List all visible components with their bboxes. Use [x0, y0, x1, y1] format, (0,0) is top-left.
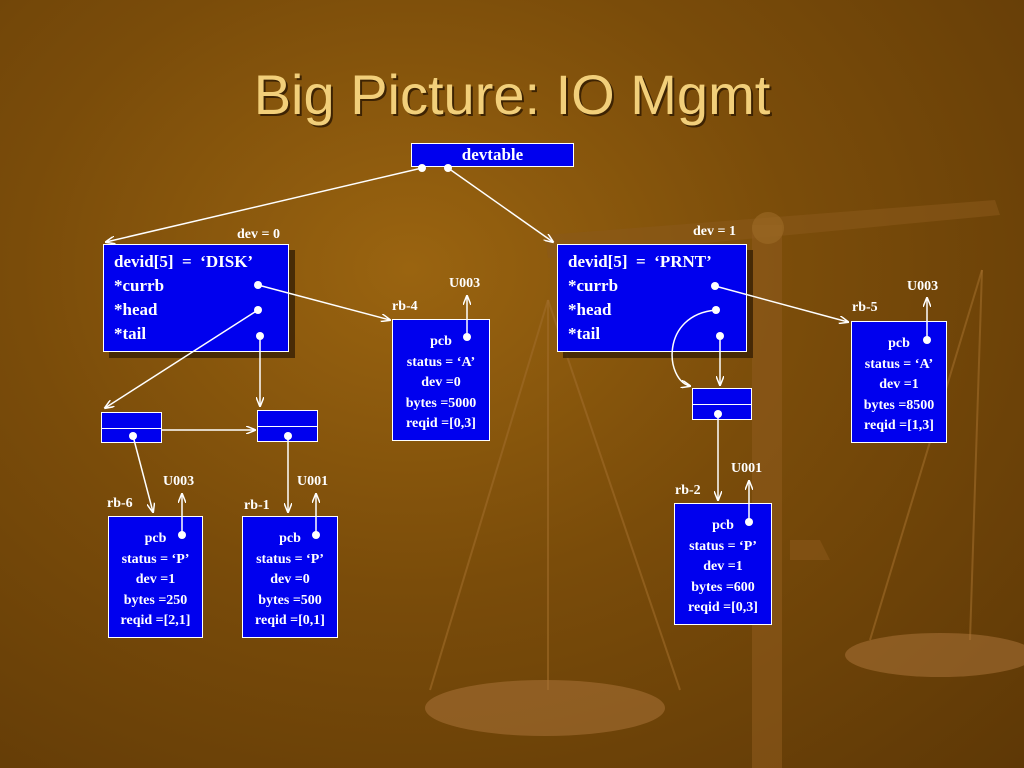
- device-1-descriptor: devid[5] = ‘PRNT’ *currb *head *tail: [557, 244, 747, 352]
- device-1-devid: devid[5] = ‘PRNT’: [568, 252, 712, 271]
- rb-6-status: status = ‘P’: [121, 551, 190, 567]
- rb-6-dev: dev =1: [135, 572, 176, 587]
- rb-2-user: U001: [731, 461, 763, 476]
- queue-dev0-first-dot: [129, 432, 137, 440]
- rb-1-status: status = ‘P’: [256, 551, 324, 567]
- device-0-tail: *tail: [114, 324, 147, 343]
- queue-node-dev1: [692, 388, 752, 420]
- page-title: Big Picture: IO Mgmt: [253, 63, 771, 126]
- rb-1-dev: dev =0: [270, 572, 310, 587]
- device-0-devid: devid[5] = ‘DISK’: [114, 252, 254, 271]
- rb-4-pcb: pcb: [430, 334, 452, 349]
- arrow-dev0-head-to-queue: [105, 309, 259, 408]
- rb-4-reqid: reqid =[0,3]: [406, 416, 476, 431]
- rb-5-label: rb-5: [852, 300, 878, 315]
- rb-6-bytes: bytes =250: [123, 592, 188, 608]
- rb-5-bytes: bytes =8500: [863, 397, 935, 413]
- device-1-head: *head: [568, 300, 612, 319]
- rb6-pcb-dot: [178, 531, 186, 539]
- dev0-head-dot: [254, 306, 262, 314]
- queue-dev0-second-dot: [284, 432, 292, 440]
- rb-4-bytes: bytes =5000: [405, 395, 477, 411]
- rb-4-dev: dev =0: [421, 375, 461, 390]
- devtable-label: devtable: [461, 145, 524, 164]
- rb-2-dev: dev =1: [703, 559, 743, 574]
- scale-base: [790, 540, 830, 560]
- rb-4-user: U003: [449, 276, 481, 291]
- dev1-currb-dot: [711, 282, 719, 290]
- rb4-pcb-dot: [463, 333, 471, 341]
- arrow-dev1-head-to-queue: [671, 309, 717, 386]
- rb-2-reqid: reqid =[0,3]: [688, 600, 758, 615]
- scale-post: [752, 225, 782, 768]
- rb-6-user: U003: [163, 474, 195, 489]
- device-0-currb: *currb: [114, 276, 165, 295]
- dev-1-label: dev = 1: [693, 224, 736, 239]
- rb-1-pcb: pcb: [279, 531, 301, 546]
- scale-pan-right: [845, 633, 1024, 677]
- scale-string-left-1: [429, 299, 549, 691]
- arrow-dev0-currb-to-rb4: [257, 284, 390, 320]
- arrow-dev1-currb-to-rb5: [714, 285, 848, 322]
- devtable-box: devtable: [411, 143, 574, 167]
- arrow-devtable-to-dev1: [447, 167, 553, 242]
- rb-6-label: rb-6: [107, 496, 133, 511]
- arrow-devtable-to-dev0: [106, 167, 423, 242]
- rb-5-status: status = ‘A’: [864, 356, 934, 372]
- queue-dev1-dot: [714, 410, 722, 418]
- rb-1-bytes: bytes =500: [258, 592, 322, 608]
- rb-2-pcb: pcb: [712, 518, 734, 533]
- device-1-tail: *tail: [568, 324, 601, 343]
- rb-5-pcb: pcb: [888, 336, 910, 351]
- dev0-currb-dot: [254, 281, 262, 289]
- rb-6-reqid: reqid =[2,1]: [120, 613, 191, 628]
- dev-0-label: dev = 0: [237, 227, 280, 242]
- rb-5-reqid: reqid =[1,3]: [864, 418, 934, 433]
- devtable-pointer-dot-0: [418, 164, 426, 172]
- scale-string-right-1: [869, 269, 983, 641]
- request-block-rb-6: pcb status = ‘P’ dev =1 bytes =250 reqid…: [108, 516, 203, 638]
- rb-4-label: rb-4: [392, 299, 418, 314]
- device-1-currb: *currb: [568, 276, 619, 295]
- request-block-rb-4: pcb status = ‘A’ dev =0 bytes =5000 reqi…: [392, 319, 490, 441]
- device-0-head: *head: [114, 300, 158, 319]
- rb-2-label: rb-2: [675, 483, 701, 498]
- rb-2-bytes: bytes =600: [691, 579, 755, 595]
- rb-4-status: status = ‘A’: [406, 354, 476, 370]
- dev0-tail-dot: [256, 332, 264, 340]
- dev1-tail-dot: [716, 332, 724, 340]
- request-block-rb-2: pcb status = ‘P’ dev =1 bytes =600 reqid…: [674, 503, 772, 625]
- rb-1-reqid: reqid =[0,1]: [255, 613, 325, 628]
- device-0-descriptor: devid[5] = ‘DISK’ *currb *head *tail: [103, 244, 289, 352]
- rb1-pcb-dot: [312, 531, 320, 539]
- rb-6-pcb: pcb: [144, 531, 167, 546]
- rb5-pcb-dot: [923, 336, 931, 344]
- scale-pivot: [752, 212, 784, 244]
- rb-5-user: U003: [907, 279, 939, 294]
- scale-string-left-3: [547, 299, 681, 691]
- devtable-pointer-dot-1: [444, 164, 452, 172]
- scale-pan-left: [425, 680, 665, 736]
- rb-1-label: rb-1: [244, 498, 270, 513]
- rb-5-dev: dev =1: [879, 377, 919, 392]
- rb-1-user: U001: [297, 474, 329, 489]
- rb2-pcb-dot: [745, 518, 753, 526]
- scale-string-right-2: [969, 269, 983, 641]
- dev1-head-dot: [712, 306, 720, 314]
- rb-2-status: status = ‘P’: [689, 538, 757, 554]
- arrow-queue-to-rb6: [132, 435, 153, 512]
- request-block-rb-1: pcb status = ‘P’ dev =0 bytes =500 reqid…: [242, 516, 338, 638]
- request-block-rb-5: pcb status = ‘A’ dev =1 bytes =8500 reqi…: [851, 321, 947, 443]
